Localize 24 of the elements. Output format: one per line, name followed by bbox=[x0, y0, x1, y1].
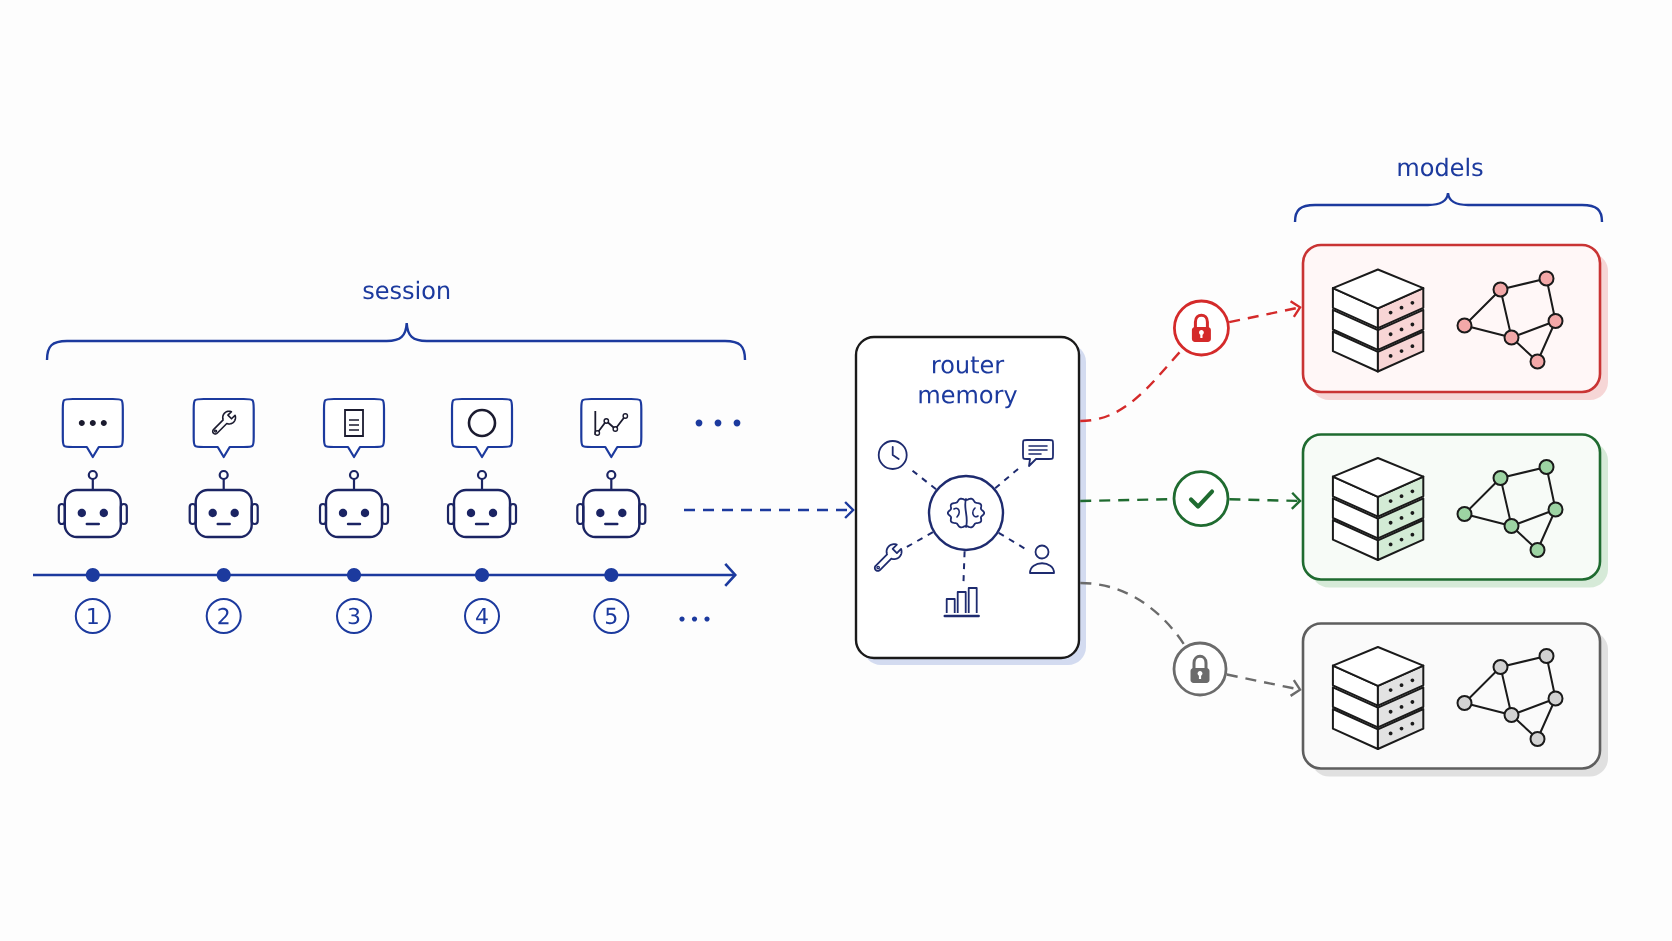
arrow bbox=[1226, 673, 1302, 697]
wrench-icon bbox=[873, 543, 903, 572]
bar-chart-icon bbox=[943, 587, 980, 618]
check-icon bbox=[1172, 470, 1230, 527]
connector-line bbox=[994, 465, 1022, 490]
lock-icon bbox=[1173, 299, 1230, 357]
step-number: 3 bbox=[336, 598, 372, 634]
connector-line bbox=[904, 531, 934, 549]
clock-icon bbox=[877, 440, 908, 470]
arrow bbox=[1229, 491, 1302, 510]
connector-line bbox=[997, 531, 1028, 551]
brace-label: session bbox=[363, 280, 450, 300]
step-number: 5 bbox=[593, 598, 630, 634]
arrow bbox=[1228, 300, 1302, 324]
arrow bbox=[684, 501, 855, 519]
step-number: 2 bbox=[205, 598, 242, 634]
step-number: 1 bbox=[74, 598, 111, 634]
brace-label: models bbox=[1398, 157, 1483, 177]
brain-icon bbox=[927, 474, 1005, 552]
step-number: 4 bbox=[464, 598, 500, 634]
connector-line bbox=[1080, 581, 1187, 647]
router-panel: router memory bbox=[854, 335, 1086, 665]
user-icon bbox=[1029, 544, 1055, 574]
lock-icon bbox=[1172, 641, 1228, 697]
